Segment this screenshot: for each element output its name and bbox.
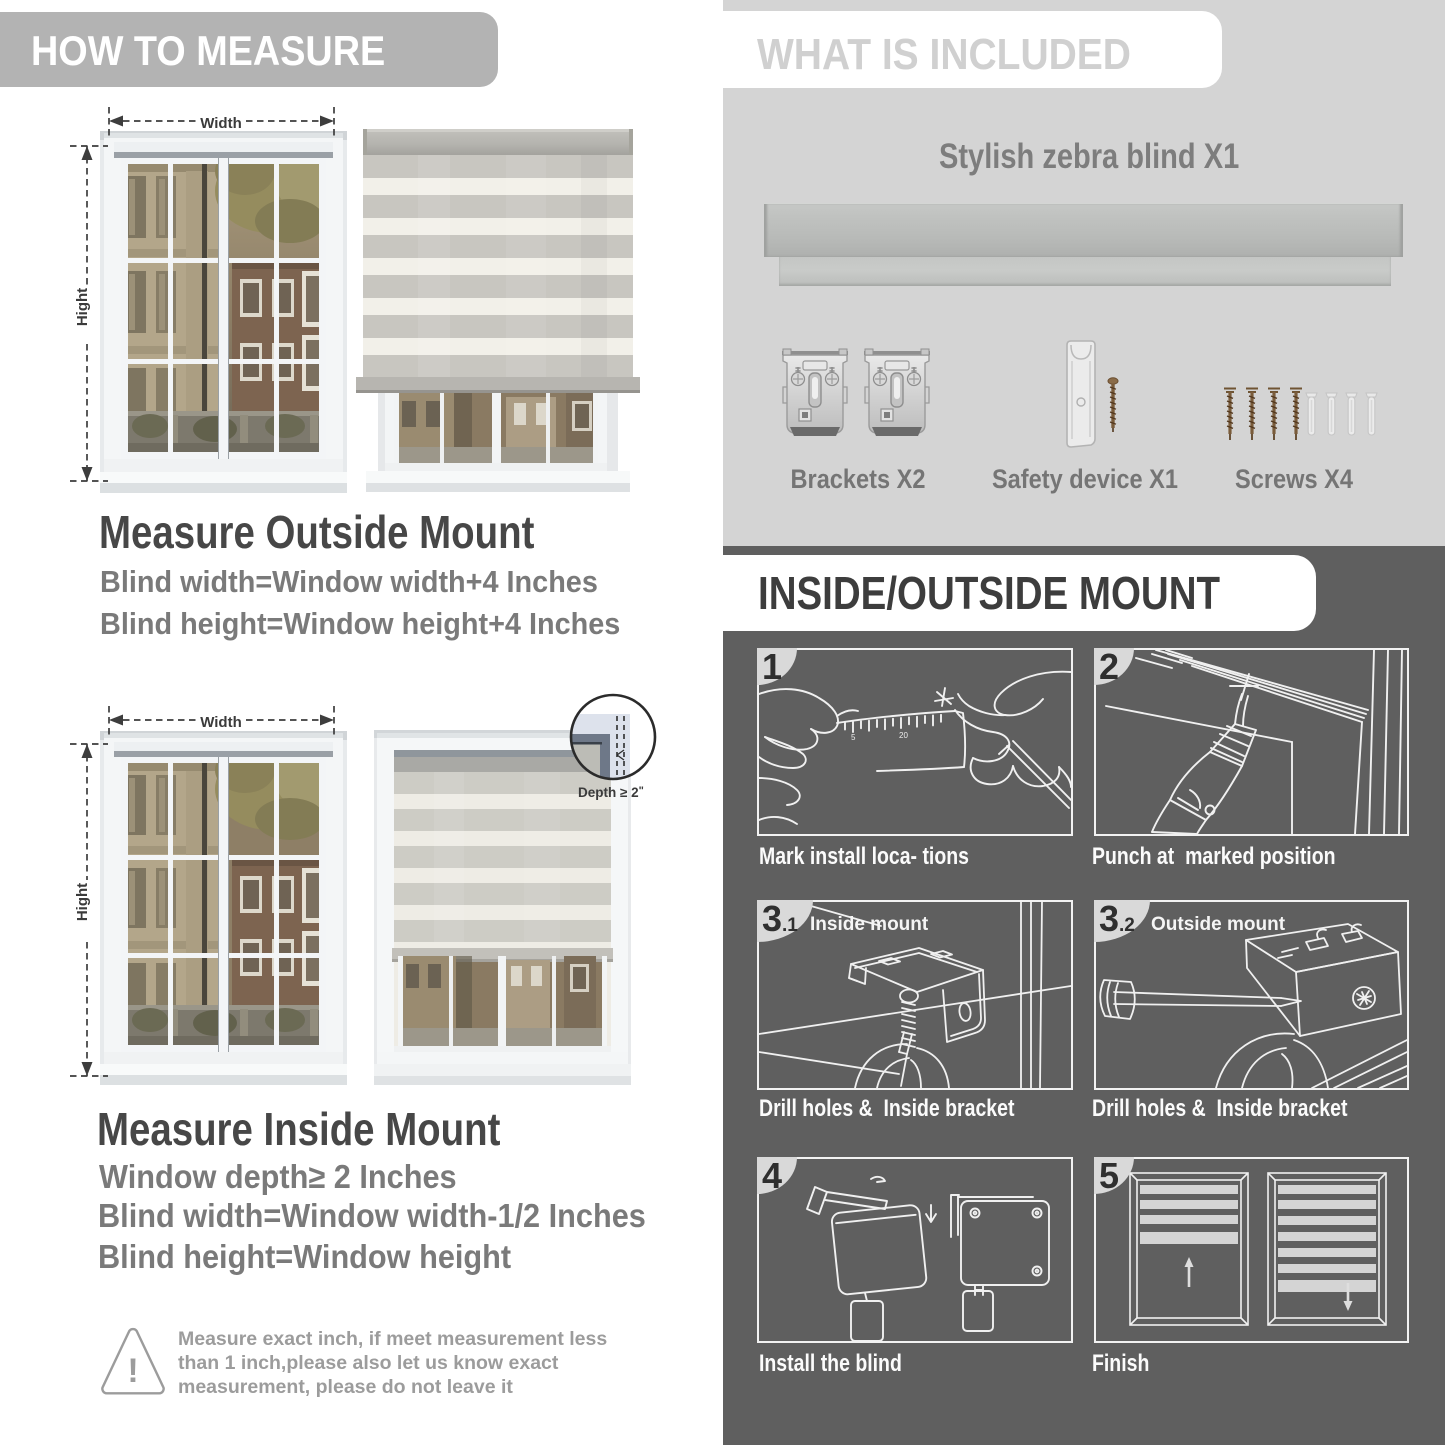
svg-text:Width: Width (200, 714, 242, 731)
svg-text:!: ! (127, 1352, 138, 1390)
svg-text:Width: Width (200, 115, 242, 132)
svg-text:Hight: Hight (74, 288, 91, 326)
svg-text:5: 5 (851, 733, 856, 742)
svg-text:Hight: Hight (74, 883, 91, 921)
svg-text:20: 20 (899, 731, 908, 740)
